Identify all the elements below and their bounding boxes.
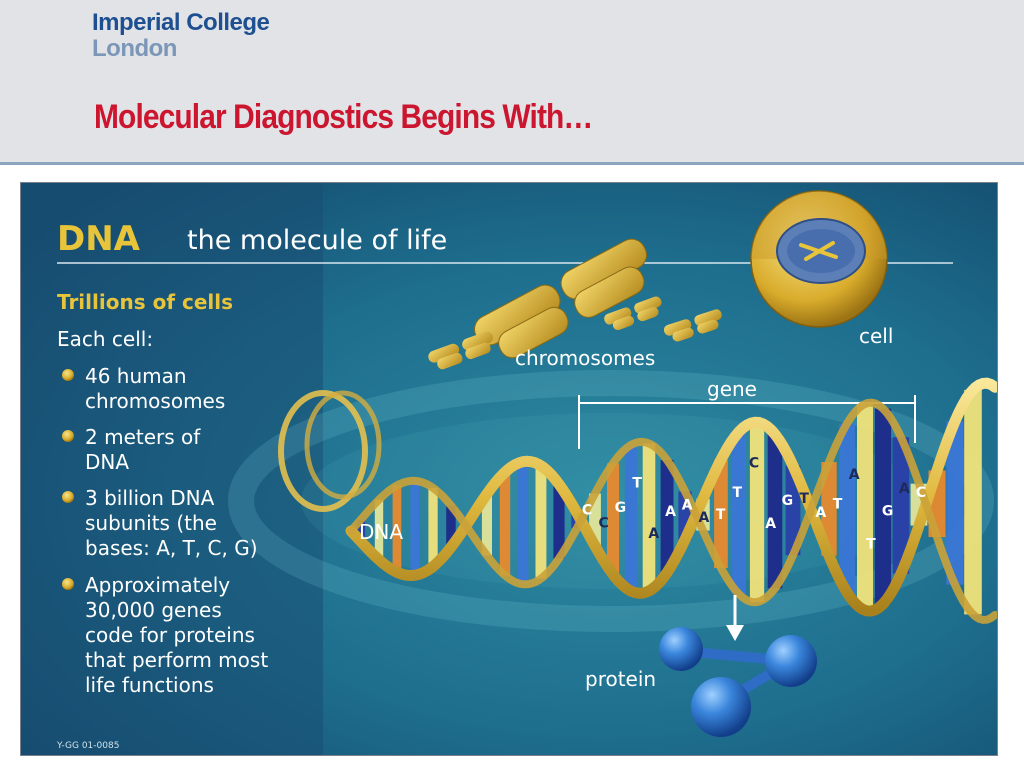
base-letter: A: [648, 526, 659, 542]
large-chromosome: [474, 238, 648, 359]
base-pair-bar: [767, 434, 783, 589]
dna-coil: [278, 390, 382, 512]
base-pair-bar: [446, 505, 456, 548]
base-pair-bar: [857, 404, 873, 611]
base-pair-bar: [642, 443, 656, 591]
base-letter: A: [682, 498, 693, 514]
bullet-dot: [62, 578, 74, 590]
base-letter: G: [615, 500, 627, 516]
base-letter: T: [833, 496, 843, 512]
base-pair-bar: [946, 421, 964, 585]
heading-molecule-of-life: the molecule of life: [187, 225, 447, 256]
dna-strand-front: [345, 377, 997, 617]
base-pair-bar: [428, 487, 438, 567]
base-pair-bar: [892, 437, 910, 574]
base-letter: T: [799, 491, 809, 507]
base-letter: G: [882, 503, 894, 519]
base-pair-bar: [964, 389, 982, 615]
base-pair-bar: [356, 519, 366, 542]
dna-strand-back: [347, 398, 997, 624]
bullet-2-line-2: DNA: [85, 450, 129, 474]
slide-header: Imperial College London Molecular Diagno…: [0, 0, 1024, 165]
logo-line-1: Imperial College: [92, 9, 270, 36]
label-protein: protein: [585, 667, 656, 691]
cell-illustration: [750, 190, 888, 328]
slide-title: Molecular Diagnostics Begins With…: [94, 98, 593, 136]
label-dna: DNA: [359, 520, 403, 544]
base-letter: T: [733, 485, 743, 501]
dna-illustration: DNA the molecule of life Trillions of ce…: [21, 183, 997, 755]
base-letter: C: [582, 502, 592, 518]
bullet-1-line-1: 46 human: [85, 364, 187, 388]
base-letter: A: [765, 516, 776, 532]
base-pair-bar: [589, 493, 601, 546]
imperial-college-logo: Imperial College London: [92, 9, 270, 62]
base-pair-bar: [392, 485, 402, 573]
base-letter: C: [749, 455, 759, 471]
base-letter: A: [899, 481, 910, 497]
base-pair-bar: [410, 480, 420, 576]
figure-code: Y-GG 01-0085: [56, 741, 119, 751]
protein-illustration: [659, 627, 817, 737]
small-chromosome: [428, 331, 493, 370]
base-pair-bar: [553, 484, 565, 559]
label-gene: gene: [707, 377, 757, 401]
base-pair-bar: [535, 465, 547, 579]
base-pair-bar: [481, 493, 492, 556]
left-panel: [21, 183, 323, 755]
label-chromosomes: chromosomes: [515, 346, 655, 370]
subheading-trillions: Trillions of cells: [57, 290, 233, 314]
base-letter: T: [632, 476, 642, 492]
bullet-4-line-1: Approximately: [85, 573, 230, 597]
base-pair-bar: [874, 408, 892, 604]
bullet-4-line-4: that perform most: [85, 648, 268, 672]
small-chromosome: [663, 309, 722, 342]
base-pair-bar: [660, 460, 674, 573]
base-letter: G: [782, 493, 794, 509]
base-pair-bar: [517, 461, 529, 585]
base-pair-bar: [714, 459, 728, 568]
base-pair-bar: [624, 444, 638, 592]
bullet-dot: [62, 430, 74, 442]
bullet-list: 46 human chromosomes 2 meters of DNA 3 b…: [62, 364, 268, 697]
base-letter: C: [599, 516, 609, 532]
bullet-1-line-2: chromosomes: [85, 389, 225, 413]
small-chromosome: [604, 296, 662, 331]
base-pair-bar: [607, 463, 620, 575]
arrow-down-icon: [726, 595, 744, 641]
base-letter: T: [716, 507, 726, 523]
base-letter: A: [815, 505, 826, 521]
logo-line-2: London: [92, 35, 177, 62]
bullet-dot: [62, 491, 74, 503]
bullet-3-line-1: 3 billion DNA: [85, 486, 215, 510]
base-letter: A: [698, 510, 709, 526]
base-letter: A: [849, 467, 860, 483]
bullet-3-line-3: bases: A, T, C, G): [85, 536, 258, 560]
heading-dna: DNA: [57, 219, 141, 259]
base-letter: A: [665, 504, 676, 520]
intro-each-cell: Each cell:: [57, 327, 153, 351]
label-cell: cell: [859, 324, 893, 348]
base-letter: T: [866, 537, 876, 553]
bullet-2-line-1: 2 meters of: [85, 425, 201, 449]
base-pair-bar: [732, 431, 746, 595]
base-pair-bar: [499, 472, 511, 576]
chromosomes-illustration: [428, 238, 722, 370]
bullet-4-line-2: 30,000 genes: [85, 598, 222, 622]
base-pair-bar: [749, 422, 765, 602]
bullet-4-line-3: code for proteins: [85, 623, 255, 647]
bullet-dot: [62, 369, 74, 381]
base-letter: C: [916, 485, 926, 501]
bullet-3-line-2: subunits (the: [85, 511, 217, 535]
base-pair-bar: [374, 499, 384, 560]
base-pair-bar: [839, 423, 855, 593]
dna-figure: DNA the molecule of life Trillions of ce…: [20, 182, 998, 756]
bullet-4-line-5: life functions: [85, 673, 214, 697]
